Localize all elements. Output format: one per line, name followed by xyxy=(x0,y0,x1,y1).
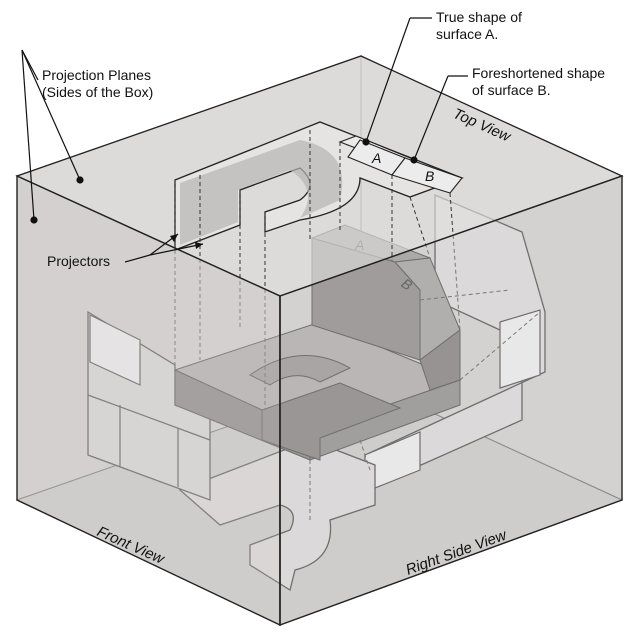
projection-planes-label-2: (Sides of the Box) xyxy=(42,84,153,100)
true-shape-label-2: surface A. xyxy=(436,26,498,42)
foreshortened-label-2: of surface B. xyxy=(472,82,551,98)
foreshortened-label-1: Foreshortened shape xyxy=(472,65,605,81)
surface-b-top-label: B xyxy=(425,168,434,184)
true-shape-label-1: True shape of xyxy=(436,9,522,25)
right-side-view-window xyxy=(499,309,541,389)
projection-planes-label-1: Projection Planes xyxy=(42,67,151,83)
top-view-shade xyxy=(180,140,343,245)
leader-lines xyxy=(21,17,468,263)
projector-arrow-1 xyxy=(170,234,178,242)
projector-arrow-2 xyxy=(195,242,203,249)
surface-a-top-label: A xyxy=(371,150,381,166)
projectors-label: Projectors xyxy=(47,253,110,269)
